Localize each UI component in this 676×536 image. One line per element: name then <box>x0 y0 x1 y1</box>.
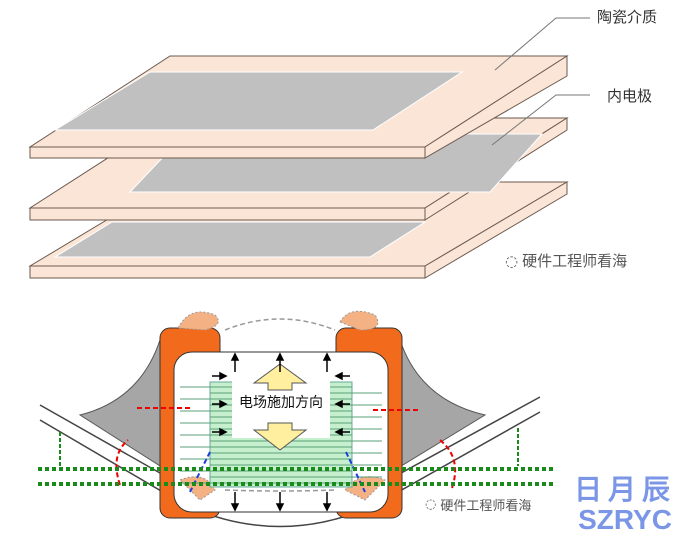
field-arrowhead <box>334 427 343 437</box>
electrode-leader-line <box>491 94 590 146</box>
field-arrowhead <box>219 427 228 437</box>
field-arrowhead <box>275 352 285 361</box>
field-arrowhead <box>230 352 240 361</box>
yellow-field-arrows <box>252 363 308 451</box>
red-stress-arrows <box>115 407 456 489</box>
field-arrowhead <box>219 371 228 381</box>
field-arrowhead <box>230 503 240 512</box>
watermark-top: ◌硬件工程师看海 <box>505 251 628 271</box>
green-reference-lines <box>38 467 553 486</box>
wechat-icon: ◌ <box>505 251 519 270</box>
ceramic-label: 陶瓷介质 <box>597 8 658 26</box>
field-arrowhead <box>322 352 332 361</box>
field-arrowhead <box>334 371 343 381</box>
ceramic-leader-line <box>494 17 590 71</box>
field-arrowhead <box>219 399 228 409</box>
field-arrowhead <box>275 503 285 512</box>
green-deflection-arrows <box>59 428 519 466</box>
field-direction-label: 电场施加方向 <box>239 395 323 411</box>
wechat-icon: ◌ <box>425 497 437 512</box>
electrode-label: 内电极 <box>607 87 653 105</box>
watermark-bottom: ◌硬件工程师看海 <box>425 497 532 514</box>
ceramic-layer-1 <box>28 55 569 159</box>
field-arrowhead <box>334 399 343 409</box>
field-arrowhead <box>322 503 332 512</box>
